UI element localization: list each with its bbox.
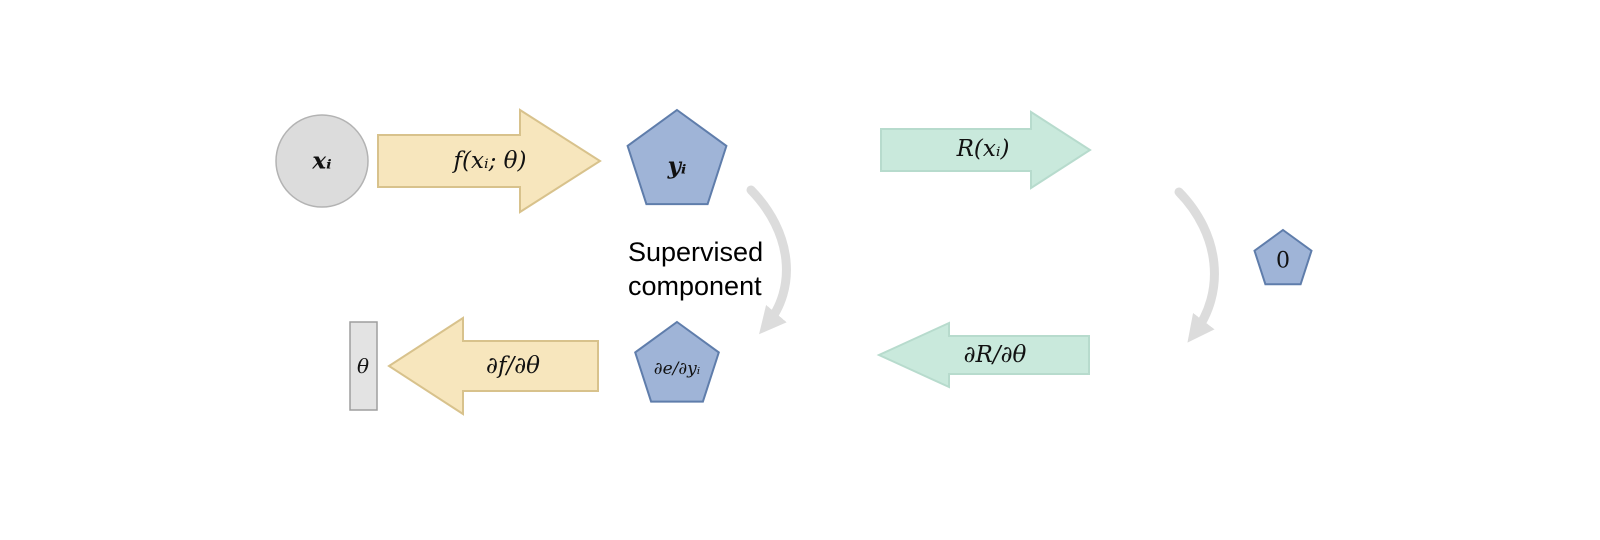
- error-gradient-pentagon: [634, 320, 720, 403]
- input-label: xᵢ: [312, 147, 332, 175]
- theta-rect: [349, 321, 378, 411]
- param-gradient-label: ∂f/∂θ: [486, 353, 540, 379]
- zero-pentagon: [1253, 228, 1313, 286]
- supervised-curve-arrow: [746, 185, 791, 335]
- reward-arrow-shape: [880, 110, 1092, 190]
- feedback-curve-arrow: [1174, 187, 1219, 343]
- reward-gradient-label: ∂R/∂θ: [963, 342, 1027, 368]
- prediction-pentagon: [626, 108, 728, 206]
- error-gradient-label: ∂e/∂yᵢ: [653, 359, 701, 379]
- reward-arrow-label: R(xᵢ): [956, 136, 1010, 162]
- input-circle: [275, 114, 369, 208]
- forward-arrow-label: f(xᵢ; θ): [453, 148, 527, 174]
- supervised-component-annotation: Supervised component: [628, 237, 764, 301]
- prediction-label: yᵢ: [667, 152, 687, 180]
- theta-label: θ: [356, 354, 370, 378]
- param-gradient-arrow-shape: [387, 316, 599, 416]
- reward-gradient-arrow-shape: [876, 321, 1090, 389]
- forward-arrow-shape: [377, 108, 602, 214]
- zero-label: 0: [1276, 248, 1290, 274]
